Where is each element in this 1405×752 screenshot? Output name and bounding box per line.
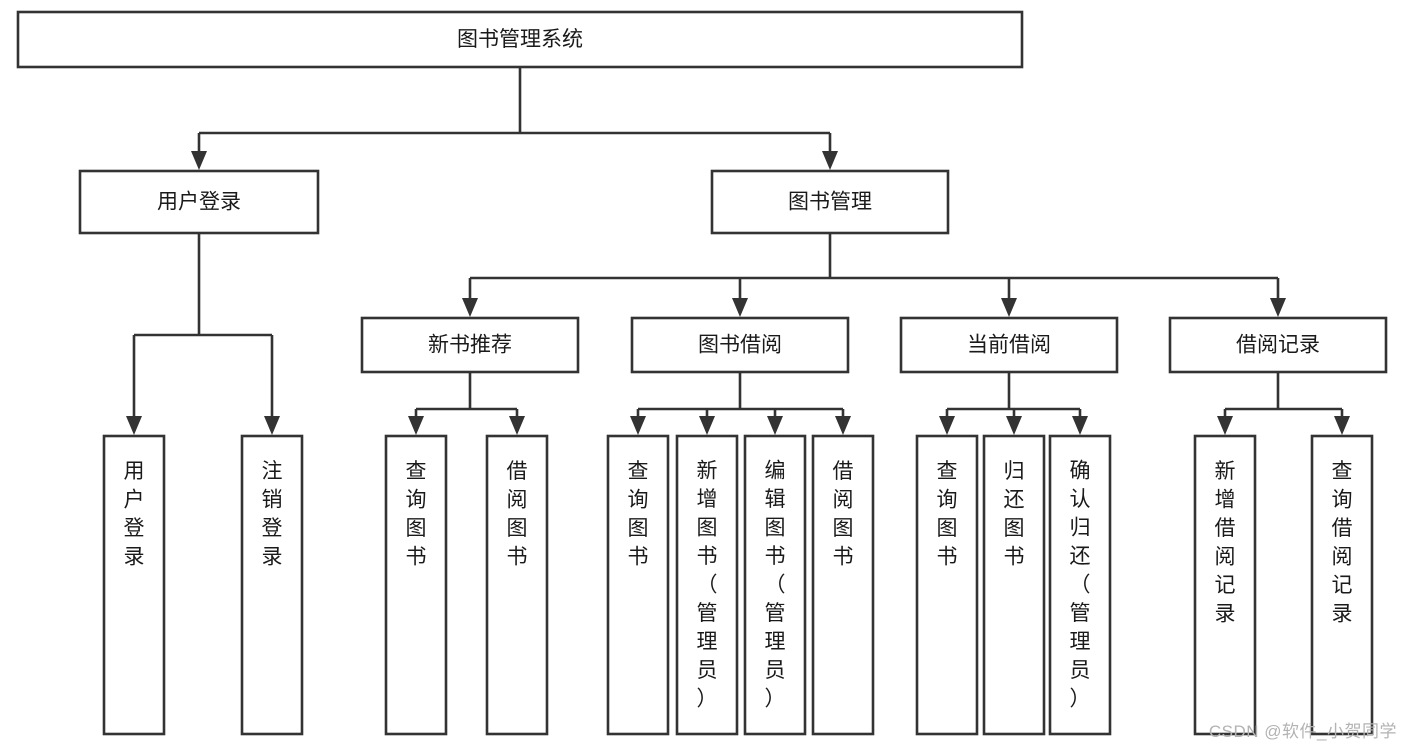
arrow-head-icon <box>1006 416 1022 435</box>
node-root[interactable]: 图书管理系统 <box>16 10 1024 69</box>
node-box-book-management[interactable] <box>710 169 950 235</box>
node-leaf-borrow-book-new[interactable]: 借阅图书 <box>485 434 549 736</box>
node-label-leaf-borrow-book-new: 借阅图书 <box>507 460 528 569</box>
node-leaf-query-book-new[interactable]: 查询图书 <box>384 434 448 736</box>
arrow-head-icon <box>126 416 142 435</box>
node-box-leaf-edit-book-admin[interactable] <box>743 434 807 736</box>
node-label-leaf-return-book: 归还图书 <box>1004 460 1025 569</box>
node-leaf-borrow-book[interactable]: 借阅图书 <box>811 434 875 736</box>
node-box-leaf-query-book-new[interactable] <box>384 434 448 736</box>
arrow-head-icon <box>630 416 646 435</box>
node-box-leaf-add-borrow-record[interactable] <box>1193 434 1257 736</box>
arrow-head-icon <box>1270 298 1286 317</box>
node-label-borrow-records: 借阅记录 <box>1236 334 1320 357</box>
node-label-current-borrow: 当前借阅 <box>967 334 1051 357</box>
node-label-leaf-logout: 注销登录 <box>262 460 283 569</box>
node-label-leaf-borrow-book: 借阅图书 <box>833 460 854 569</box>
node-label-leaf-user-login: 用户登录 <box>124 460 145 569</box>
node-box-leaf-logout[interactable] <box>240 434 304 736</box>
arrow-head-icon <box>939 416 955 435</box>
node-leaf-query-book-borrow[interactable]: 查询图书 <box>606 434 670 736</box>
node-current-borrow[interactable]: 当前借阅 <box>899 316 1119 374</box>
node-box-root[interactable] <box>16 10 1024 69</box>
node-layer: 图书管理系统用户登录图书管理新书推荐图书借阅当前借阅借阅记录用户登录注销登录查询… <box>16 10 1388 736</box>
node-label-leaf-add-borrow-record: 新增借阅记录 <box>1215 460 1236 626</box>
node-label-leaf-add-book-admin: 新增图书（管理员） <box>697 459 718 710</box>
arrow-head-icon <box>1217 416 1233 435</box>
node-box-leaf-query-book-current[interactable] <box>915 434 979 736</box>
node-leaf-edit-book-admin[interactable]: 编辑图书（管理员） <box>743 434 807 736</box>
node-box-borrow-records[interactable] <box>1168 316 1388 374</box>
node-label-user-login: 用户登录 <box>157 191 241 214</box>
arrow-head-icon <box>264 416 280 435</box>
node-borrow-records[interactable]: 借阅记录 <box>1168 316 1388 374</box>
node-box-leaf-query-book-borrow[interactable] <box>606 434 670 736</box>
node-leaf-user-login[interactable]: 用户登录 <box>102 434 166 736</box>
node-box-leaf-confirm-return-admin[interactable] <box>1048 434 1112 736</box>
connector-layer <box>126 67 1350 435</box>
arrow-head-icon <box>191 151 207 170</box>
node-box-book-borrow[interactable] <box>630 316 850 374</box>
node-leaf-return-book[interactable]: 归还图书 <box>982 434 1046 736</box>
node-label-leaf-confirm-return-admin: 确认归还（管理员） <box>1070 459 1091 710</box>
node-box-leaf-borrow-book-new[interactable] <box>485 434 549 736</box>
arrow-head-icon <box>732 298 748 317</box>
node-label-book-borrow: 图书借阅 <box>698 334 782 357</box>
arrow-head-icon <box>822 151 838 170</box>
node-leaf-add-borrow-record[interactable]: 新增借阅记录 <box>1193 434 1257 736</box>
node-label-book-management: 图书管理 <box>788 191 872 214</box>
node-label-leaf-edit-book-admin: 编辑图书（管理员） <box>765 459 786 710</box>
arrow-head-icon <box>699 416 715 435</box>
node-box-current-borrow[interactable] <box>899 316 1119 374</box>
arrow-head-icon <box>1334 416 1350 435</box>
node-box-user-login[interactable] <box>78 169 320 235</box>
arrow-head-icon <box>835 416 851 435</box>
node-leaf-confirm-return-admin[interactable]: 确认归还（管理员） <box>1048 434 1112 736</box>
node-box-leaf-borrow-book[interactable] <box>811 434 875 736</box>
node-user-login[interactable]: 用户登录 <box>78 169 320 235</box>
node-leaf-add-book-admin[interactable]: 新增图书（管理员） <box>675 434 739 736</box>
node-leaf-logout[interactable]: 注销登录 <box>240 434 304 736</box>
arrow-head-icon <box>462 298 478 317</box>
node-book-borrow[interactable]: 图书借阅 <box>630 316 850 374</box>
node-new-book-recommend[interactable]: 新书推荐 <box>360 316 580 374</box>
arrow-head-icon <box>767 416 783 435</box>
node-box-leaf-user-login[interactable] <box>102 434 166 736</box>
node-label-new-book-recommend: 新书推荐 <box>428 334 512 357</box>
node-leaf-query-borrow-record[interactable]: 查询借阅记录 <box>1310 434 1374 736</box>
node-box-new-book-recommend[interactable] <box>360 316 580 374</box>
node-box-leaf-query-borrow-record[interactable] <box>1310 434 1374 736</box>
node-box-leaf-return-book[interactable] <box>982 434 1046 736</box>
node-label-leaf-query-book-borrow: 查询图书 <box>628 460 649 569</box>
arrow-head-icon <box>408 416 424 435</box>
node-label-root: 图书管理系统 <box>457 28 583 51</box>
node-label-leaf-query-book-new: 查询图书 <box>406 460 427 569</box>
arrow-head-icon <box>1001 298 1017 317</box>
node-label-leaf-query-book-current: 查询图书 <box>937 460 958 569</box>
node-book-management[interactable]: 图书管理 <box>710 169 950 235</box>
node-box-leaf-add-book-admin[interactable] <box>675 434 739 736</box>
arrow-head-icon <box>509 416 525 435</box>
csdn-watermark: CSDN @软件_小贺同学 <box>1208 722 1397 741</box>
arrow-head-icon <box>1072 416 1088 435</box>
node-leaf-query-book-current[interactable]: 查询图书 <box>915 434 979 736</box>
node-label-leaf-query-borrow-record: 查询借阅记录 <box>1332 460 1353 626</box>
